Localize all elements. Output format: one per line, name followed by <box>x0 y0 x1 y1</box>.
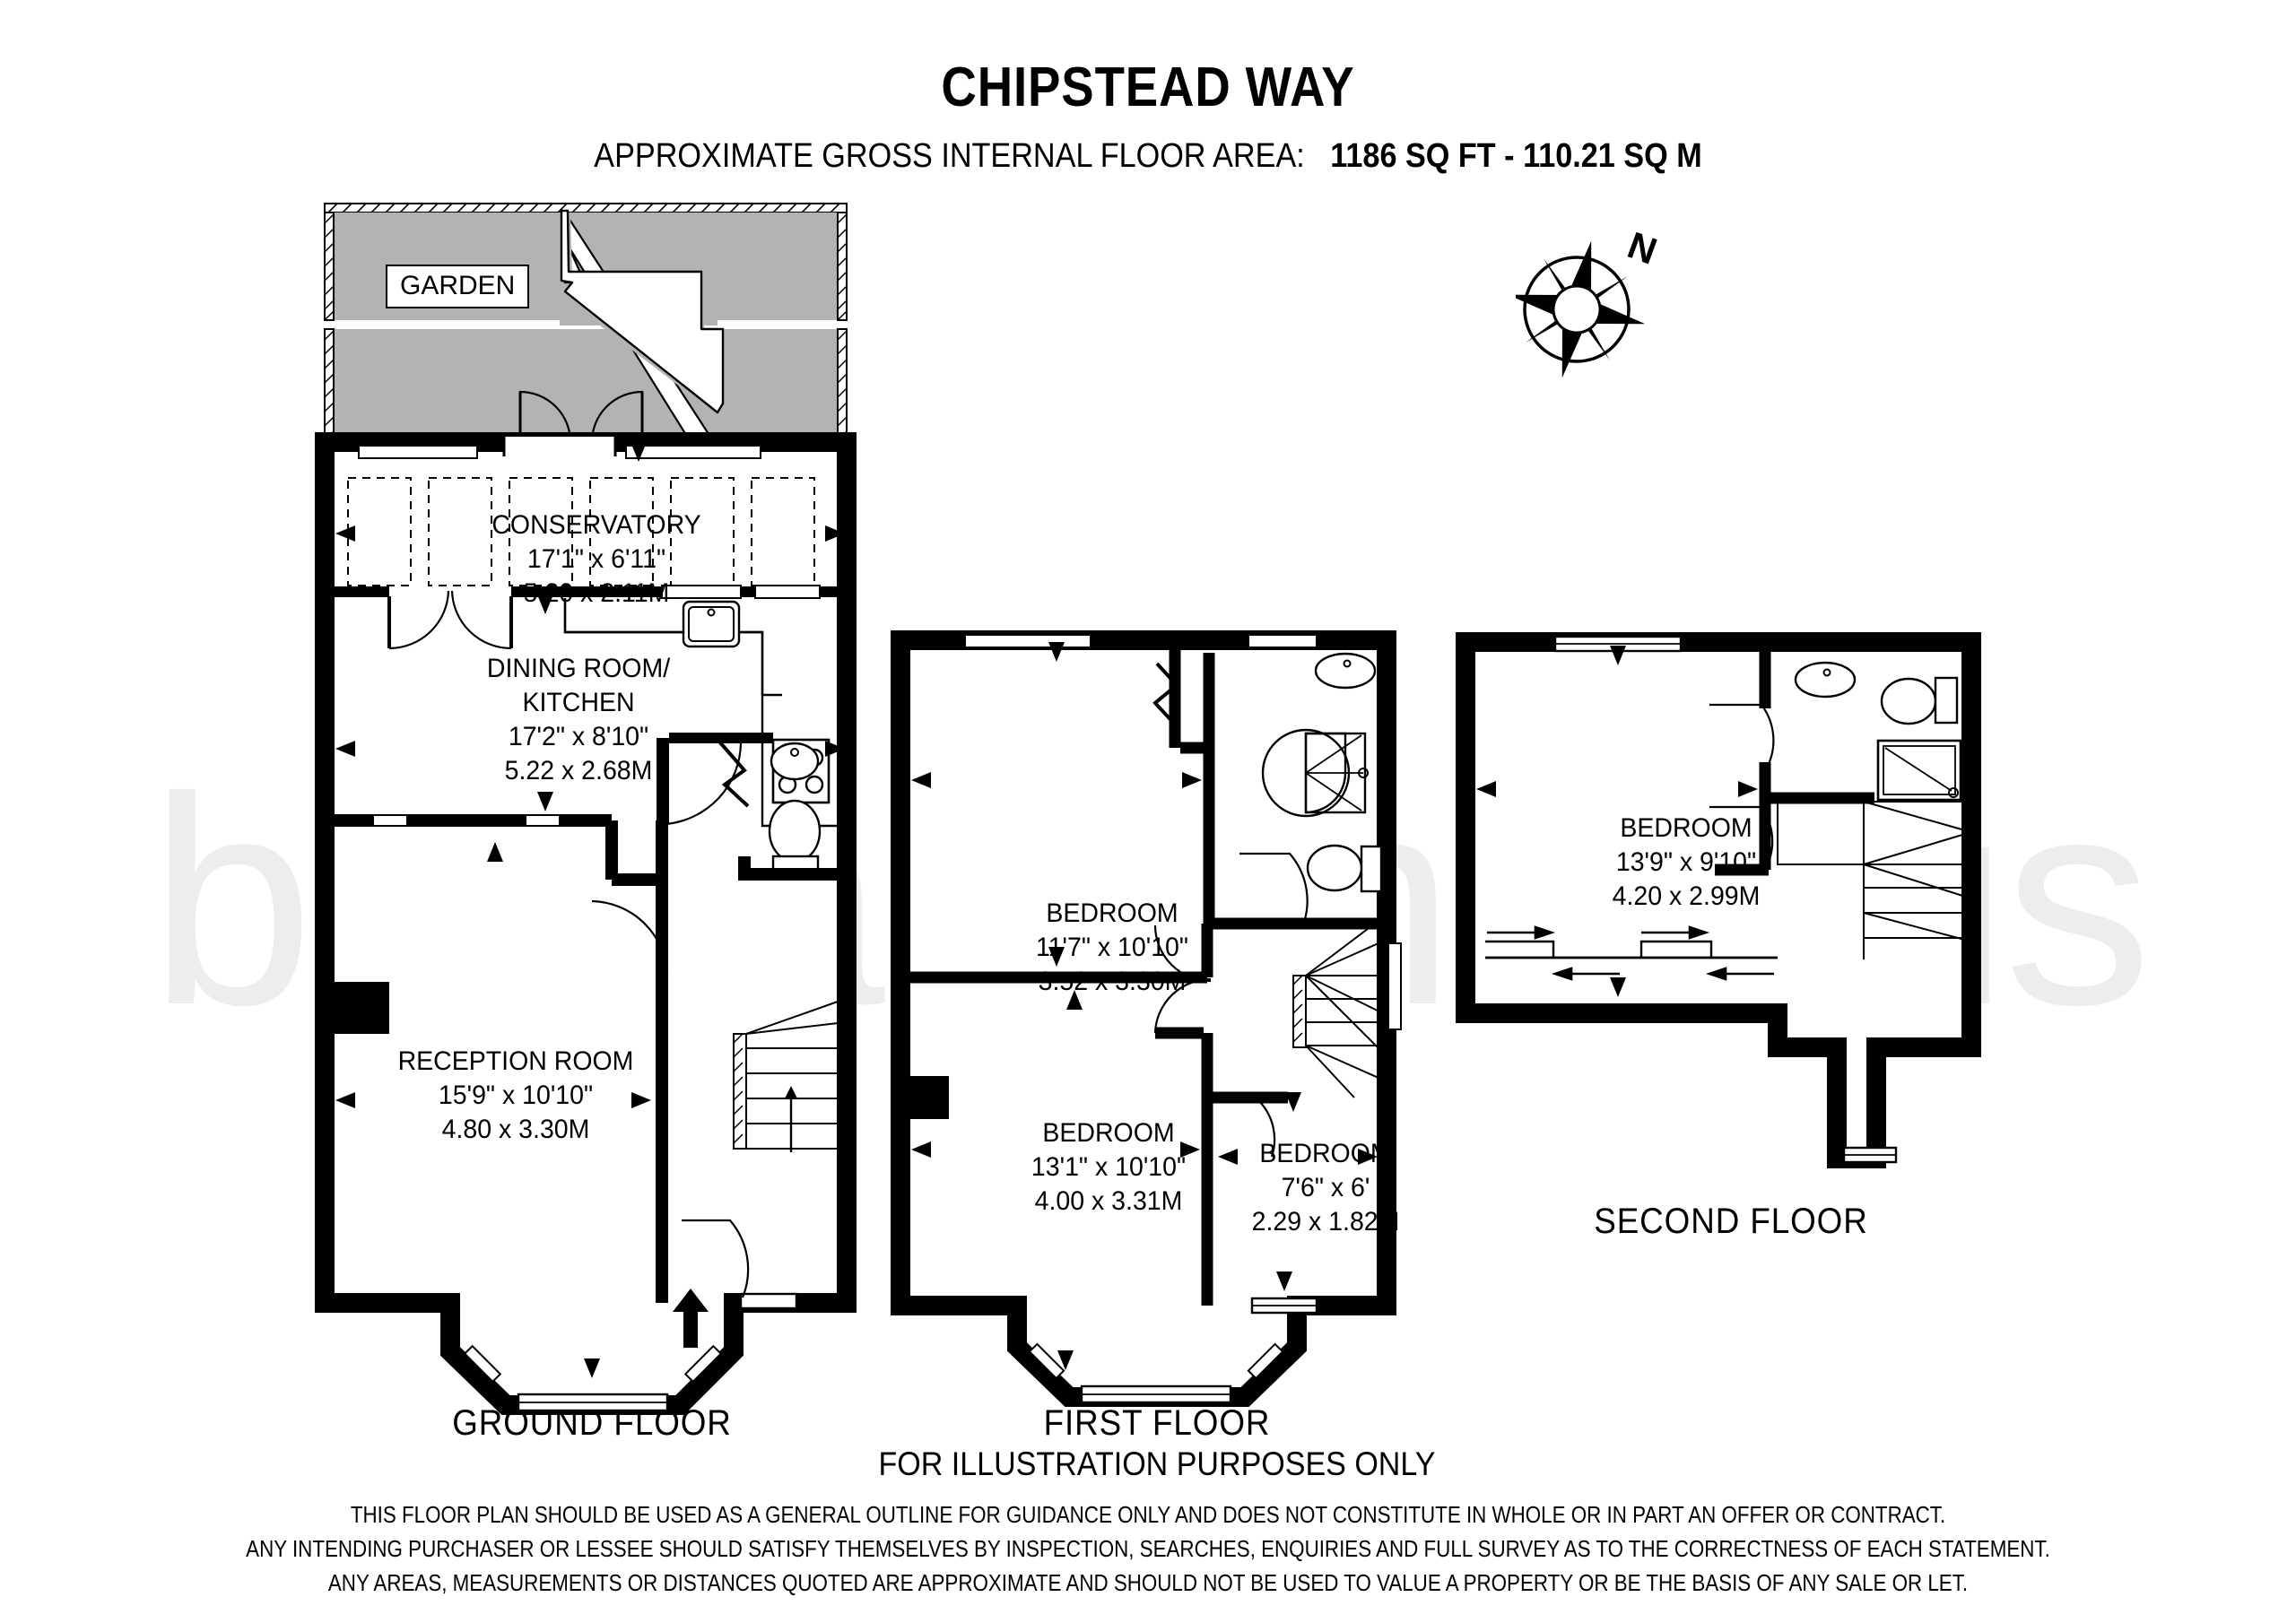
room-reception-name: RECEPTION ROOM <box>397 1046 634 1076</box>
header: CHIPSTEAD WAY APPROXIMATE GROSS INTERNAL… <box>0 0 2296 176</box>
compass-rose: N <box>1508 223 1731 417</box>
first-floor-plan: BEDROOM 11'7" x 10'10" 3.52 x 3.30M BEDR… <box>888 628 1426 1448</box>
disclaimer-line-3: ANY AREAS, MEASUREMENTS OR DISTANCES QUO… <box>327 1569 1969 1596</box>
disclaimer: THIS FLOOR PLAN SHOULD BE USED AS A GENE… <box>0 1497 2296 1600</box>
room-reception-imperial: 15'9" x 10'10" <box>438 1081 594 1110</box>
room-bedroom-3: BEDROOM 7'6" x 6' 2.29 x 1.82M <box>1232 1137 1420 1239</box>
ground-floor-label: GROUND FLOOR <box>452 1403 732 1443</box>
room-dining-name: DINING ROOM/ <box>486 654 671 683</box>
room-reception: RECEPTION ROOM 15'9" x 10'10" 4.80 x 3.3… <box>345 1045 686 1147</box>
room-dining-kitchen: DINING ROOM/ KITCHEN 17'2" x 8'10" 5.22 … <box>387 652 770 788</box>
room-bedroom-2-imperial: 13'1" x 10'10" <box>1031 1152 1187 1182</box>
room-conservatory-metric: 5.20 x 2.11M <box>523 578 670 608</box>
room-bedroom-3-name: BEDROOM <box>1259 1139 1392 1168</box>
room-bedroom-2-metric: 4.00 x 3.31M <box>1034 1186 1183 1216</box>
room-dining-imperial: 17'2" x 8'10" <box>508 722 649 751</box>
room-dining-metric: 5.22 x 2.68M <box>504 756 653 785</box>
area-metric: 110.21 SQ M <box>1523 137 1702 175</box>
room-bedroom-4-metric: 4.20 x 2.99M <box>1612 881 1761 911</box>
room-conservatory-name: CONSERVATORY <box>491 510 701 540</box>
second-floor-plan: BEDROOM 13'9" x 9'10" 4.20 x 2.99M <box>1453 619 2009 1255</box>
room-bedroom-4: BEDROOM 13'9" x 9'10" 4.20 x 2.99M <box>1559 812 1814 914</box>
room-bedroom-3-imperial: 7'6" x 6' <box>1281 1173 1370 1202</box>
room-kitchen-name: KITCHEN <box>522 688 635 717</box>
room-bedroom-2: BEDROOM 13'1" x 10'10" 4.00 x 3.31M <box>981 1116 1237 1219</box>
room-bedroom-3-metric: 2.29 x 1.82M <box>1251 1207 1400 1237</box>
illustration-note: FOR ILLUSTRATION PURPOSES ONLY <box>878 1445 1436 1482</box>
floor-area-prefix: APPROXIMATE GROSS INTERNAL FLOOR AREA: <box>594 137 1305 175</box>
garden-label: GARDEN <box>386 265 530 308</box>
disclaimer-line-1: THIS FLOOR PLAN SHOULD BE USED AS A GENE… <box>350 1501 1946 1528</box>
room-bedroom-1: BEDROOM 11'7" x 10'10" 3.52 x 3.30M <box>985 897 1240 999</box>
floor-area-subtitle: APPROXIMATE GROSS INTERNAL FLOOR AREA: 1… <box>115 137 2181 176</box>
area-separator: - <box>1504 137 1515 175</box>
ground-floor-plan: GARDEN CONSERVATORY 17'1" x 6'11" 5.20 x… <box>296 193 888 1448</box>
compass-north-label: N <box>1622 229 1663 273</box>
room-bedroom-1-name: BEDROOM <box>1046 898 1178 928</box>
page-title: CHIPSTEAD WAY <box>941 56 1355 118</box>
disclaimer-line-2: ANY INTENDING PURCHASER OR LESSEE SHOULD… <box>246 1535 2050 1562</box>
second-floor-label: SECOND FLOOR <box>1594 1202 1868 1241</box>
area-imperial: 1186 SQ FT <box>1330 137 1496 175</box>
room-reception-metric: 4.80 x 3.30M <box>441 1115 590 1144</box>
room-conservatory: CONSERVATORY 17'1" x 6'11" 5.20 x 2.11M <box>404 508 788 611</box>
first-floor-label: FIRST FLOOR <box>1043 1403 1271 1443</box>
room-bedroom-4-imperial: 13'9" x 9'10" <box>1615 847 1757 877</box>
room-bedroom-1-metric: 3.52 x 3.30M <box>1038 967 1187 996</box>
room-bedroom-4-name: BEDROOM <box>1620 813 1752 843</box>
room-bedroom-1-imperial: 11'7" x 10'10" <box>1035 933 1189 962</box>
room-conservatory-imperial: 17'1" x 6'11" <box>526 544 666 574</box>
room-bedroom-2-name: BEDROOM <box>1042 1118 1175 1148</box>
